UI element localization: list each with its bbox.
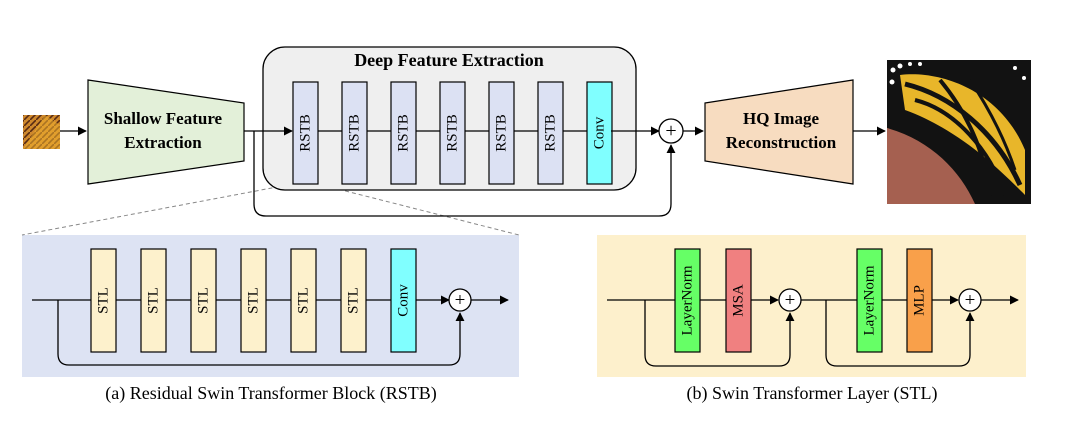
deep-rstb-block-6 (537, 81, 564, 185)
hq-label-line2: Reconstruction (726, 133, 837, 152)
shallow-label-line1: Shallow Feature (104, 109, 223, 128)
stl-detail-panel (597, 235, 1026, 377)
rstb-conv-block-7 (390, 248, 417, 353)
stl-layernorm-block-1-label: LayerNorm (680, 265, 696, 335)
hq-label-line1: HQ Image (743, 109, 819, 128)
rstb-stl-block-5 (290, 248, 317, 353)
rstb-stl-block-2-label: STL (146, 287, 162, 314)
stl-sum-node-2: + (958, 288, 982, 312)
rstb-chain: STL STL STL STL STL STL Conv (90, 248, 417, 353)
zoom-guide-left (21, 183, 294, 236)
deep-rstb-block-6-label: RSTB (543, 114, 559, 152)
stl-sum-symbol-1: + (785, 290, 796, 311)
stl-sum-node-1: + (778, 288, 802, 312)
rstb-caption: (a) Residual Swin Transformer Block (RST… (105, 383, 436, 404)
rstb-stl-block-6 (340, 248, 367, 353)
deep-conv-block-7 (586, 81, 613, 185)
stl-skip-connection-1 (644, 300, 795, 367)
deep-feature-extraction-title: Deep Feature Extraction (354, 50, 544, 70)
global-sum-node: + (658, 118, 684, 144)
shallow-feature-extraction-block (87, 79, 245, 185)
deep-rstb-block-4-label: RSTB (445, 114, 461, 152)
rstb-stl-block-4-label: STL (246, 287, 262, 314)
stl-msa-block-2-label: MSA (731, 284, 747, 317)
deep-rstb-block-1 (292, 81, 319, 185)
stl-mlp-block-4 (906, 248, 933, 353)
rstb-stl-block-3 (190, 248, 217, 353)
deep-rstb-block-2 (341, 81, 368, 185)
global-sum-symbol: + (665, 120, 676, 142)
stl-sum-symbol-2: + (965, 290, 976, 311)
deep-rstb-block-1-label: RSTB (298, 114, 314, 152)
input-lr-image (23, 115, 60, 149)
deep-rstb-block-2-label: RSTB (347, 114, 363, 152)
rstb-conv-block-7-label: Conv (396, 284, 412, 317)
shallow-label-line2: Extraction (124, 133, 202, 152)
zoom-guide-right (317, 183, 520, 236)
stl-skip-connection-2 (825, 300, 975, 367)
rstb-sum-symbol: + (455, 290, 466, 311)
deep-rstb-block-5-label: RSTB (494, 114, 510, 152)
rstb-skip-connection (57, 300, 465, 366)
deep-feature-chain: RSTB RSTB RSTB RSTB RSTB RSTB Conv (292, 81, 613, 185)
deep-rstb-block-3-label: RSTB (396, 114, 412, 152)
rstb-stl-block-2 (140, 248, 167, 353)
stl-caption: (b) Swin Transformer Layer (STL) (687, 383, 938, 404)
hq-image-reconstruction-block (704, 79, 854, 185)
rstb-stl-block-1-label: STL (96, 287, 112, 314)
rstb-stl-block-5-label: STL (296, 287, 312, 314)
rstb-stl-block-3-label: STL (196, 287, 212, 314)
output-hq-image (887, 60, 1031, 204)
rstb-stl-block-1 (90, 248, 117, 353)
deep-rstb-block-4 (439, 81, 466, 185)
stl-mlp-block-4-label: MLP (912, 285, 928, 316)
rstb-sum-node: + (448, 288, 472, 312)
deep-rstb-block-5 (488, 81, 515, 185)
rstb-stl-block-6-label: STL (346, 287, 362, 314)
deep-conv-block-7-label: Conv (592, 116, 608, 149)
deep-rstb-block-3 (390, 81, 417, 185)
global-skip-connection (253, 131, 676, 217)
rstb-stl-block-4 (240, 248, 267, 353)
stl-layernorm-block-3-label: LayerNorm (862, 265, 878, 335)
